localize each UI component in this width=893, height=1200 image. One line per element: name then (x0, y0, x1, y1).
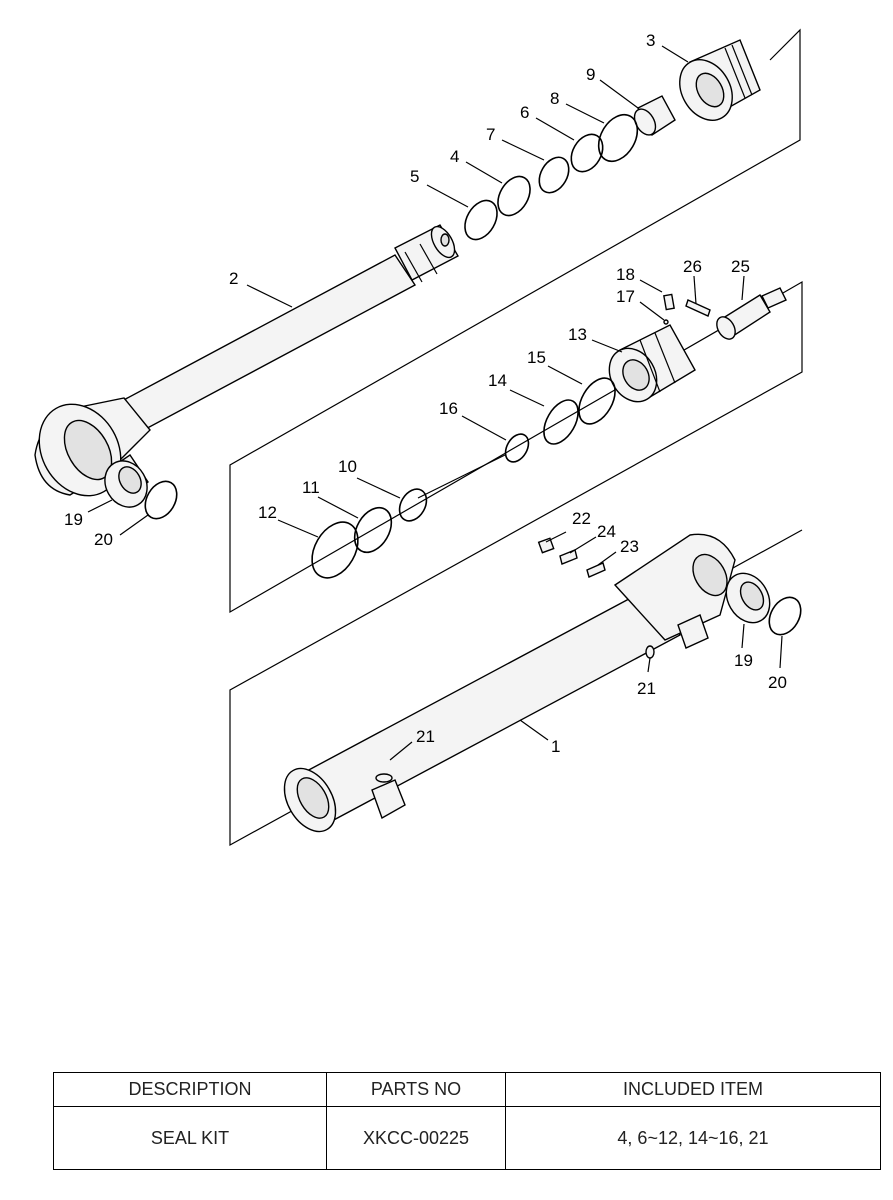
piston (608, 324, 696, 403)
callout-21-upper: 21 (637, 679, 656, 698)
seal-ring-left (144, 480, 178, 520)
header-included-item: INCLUDED ITEM (505, 1072, 881, 1107)
callout-23: 23 (620, 537, 639, 556)
check-valve-parts (537, 537, 606, 578)
callout-19-right: 19 (734, 651, 753, 670)
callout-1: 1 (551, 737, 560, 756)
cell-included-item: 4, 6~12, 14~16, 21 (505, 1106, 881, 1170)
cell-parts-no: XKCC-00225 (326, 1106, 506, 1170)
cylinder-tube (283, 533, 736, 833)
bushing-left (104, 454, 149, 508)
callout-20-left: 20 (94, 530, 113, 549)
callout-12: 12 (258, 503, 277, 522)
piston-nut-pins (663, 287, 787, 340)
callout-16: 16 (439, 399, 458, 418)
seal-rings-lower (311, 377, 616, 579)
callout-18: 18 (616, 265, 635, 284)
header-description: DESCRIPTION (53, 1072, 327, 1107)
header-parts-no: PARTS NO (326, 1072, 506, 1107)
callout-11: 11 (302, 478, 320, 497)
callout-labels: 3 9 8 6 7 4 5 2 18 17 26 25 13 15 14 16 … (64, 31, 787, 756)
callout-20-right: 20 (768, 673, 787, 692)
callout-7: 7 (486, 125, 495, 144)
callout-10: 10 (338, 457, 357, 476)
bushing-right (725, 572, 771, 624)
cell-description: SEAL KIT (53, 1106, 327, 1170)
callout-25: 25 (731, 257, 750, 276)
callout-15: 15 (527, 348, 546, 367)
seal-rings-upper (464, 113, 639, 241)
callout-2: 2 (229, 269, 238, 288)
callout-6: 6 (520, 103, 529, 122)
callout-21-lower: 21 (416, 727, 435, 746)
callout-4: 4 (450, 147, 459, 166)
callout-24: 24 (597, 522, 616, 541)
seal-kit-table: DESCRIPTION PARTS NO INCLUDED ITEM SEAL … (53, 1072, 881, 1170)
callout-19-left: 19 (64, 510, 83, 529)
panel-frames (229, 28, 803, 847)
callout-8: 8 (550, 89, 559, 108)
leader-lines (87, 45, 783, 761)
callout-3: 3 (646, 31, 655, 50)
bushing-9 (633, 95, 676, 137)
piston-rod (34, 224, 459, 497)
table-row: SEAL KIT XKCC-00225 4, 6~12, 14~16, 21 (53, 1106, 881, 1170)
callout-5: 5 (410, 167, 419, 186)
seal-ring-right (768, 596, 802, 636)
exploded-parts-diagram: 3 9 8 6 7 4 5 2 18 17 26 25 13 15 14 16 … (34, 28, 803, 847)
cylinder-head (679, 39, 761, 121)
callout-26: 26 (683, 257, 702, 276)
callout-9: 9 (586, 65, 595, 84)
callout-14: 14 (488, 371, 507, 390)
callout-13: 13 (568, 325, 587, 344)
table-header-row: DESCRIPTION PARTS NO INCLUDED ITEM (53, 1072, 881, 1107)
callout-17: 17 (616, 287, 635, 306)
callout-22: 22 (572, 509, 591, 528)
